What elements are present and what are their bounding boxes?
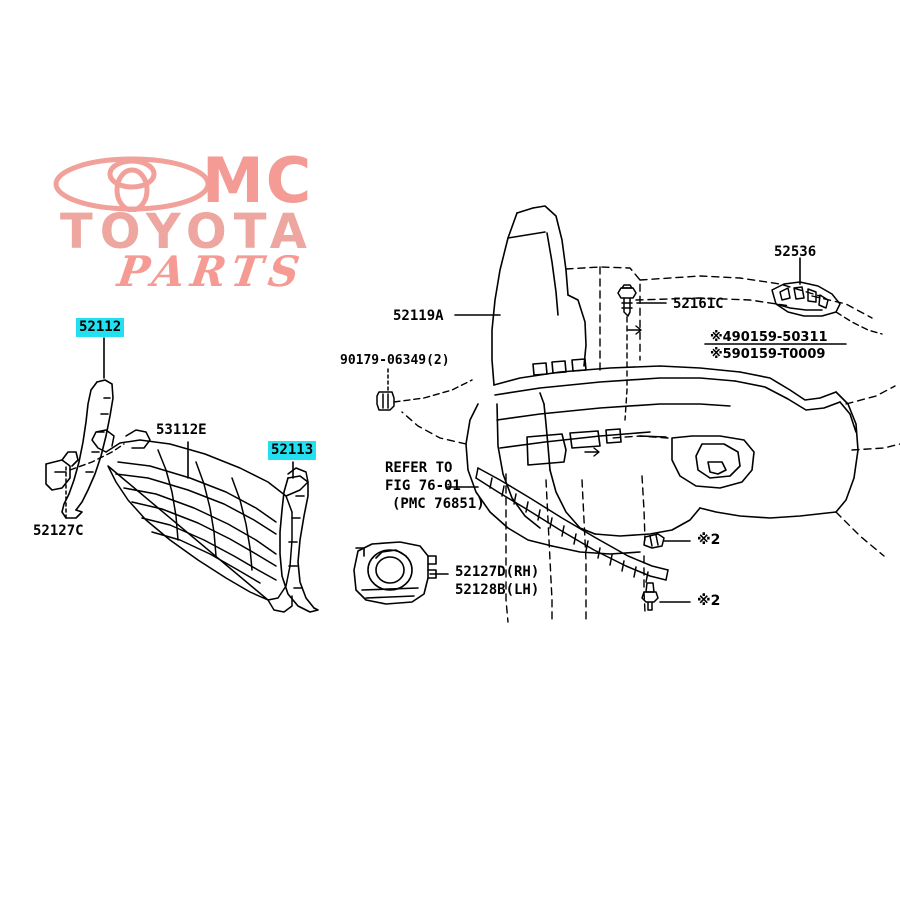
part-52127d-fog-lamp-bezel bbox=[353, 541, 437, 605]
leader-90179-to-bumper bbox=[393, 379, 473, 403]
label-leader-lines bbox=[103, 257, 847, 603]
part-label-52127c[interactable]: 52127C bbox=[33, 523, 84, 539]
part-52127c-retainer-clip bbox=[45, 451, 79, 491]
refer-to-line-3: (PMC 76851) bbox=[392, 496, 485, 512]
leader-52161c-to-bumper bbox=[624, 316, 628, 421]
part-lower-spoiler-strip bbox=[475, 467, 669, 583]
refer-to-line-2[interactable]: FIG 76-01 bbox=[385, 478, 461, 494]
part-label-52113[interactable]: 52113 bbox=[268, 441, 317, 460]
part-52119a-bumper-cover bbox=[465, 205, 859, 555]
part-label-52128b-lh[interactable]: 52128B(LH) bbox=[455, 582, 540, 598]
leader-52536-to-bumper bbox=[835, 311, 883, 335]
part-label-52161c[interactable]: 52161C bbox=[673, 296, 724, 312]
refer-to-line-1: REFER TO bbox=[385, 460, 453, 476]
bumper-detail-arrows bbox=[584, 325, 642, 457]
part-52161c-push-pin-clip bbox=[617, 284, 637, 317]
part-52536-retainer-bracket bbox=[771, 281, 841, 317]
part-90179-bumper-nut bbox=[376, 391, 395, 411]
part-x2-upper-fastener bbox=[643, 533, 665, 549]
part-x2-lower-fastener bbox=[641, 582, 659, 611]
part-label-90179[interactable]: 90179-06349(2) bbox=[340, 353, 450, 368]
part-label-52119a[interactable]: 52119A bbox=[393, 308, 444, 324]
part-52113-molding-lower bbox=[279, 475, 319, 613]
part-label-52112[interactable]: 52112 bbox=[76, 318, 125, 337]
note-label-x2-upper: ※2 bbox=[697, 532, 721, 548]
part-label-53112e[interactable]: 53112E bbox=[156, 422, 207, 438]
note-label-490159-50311[interactable]: ※490159-50311 bbox=[710, 330, 828, 345]
note-label-590159-t0009[interactable]: ※590159-T0009 bbox=[710, 347, 826, 362]
label-leader-dashed bbox=[65, 368, 389, 519]
part-label-52127d-rh[interactable]: 52127D(RH) bbox=[455, 564, 540, 580]
bumper-dashed-guides bbox=[401, 266, 900, 623]
part-53112e-radiator-grille bbox=[91, 429, 309, 613]
part-label-52536[interactable]: 52536 bbox=[774, 244, 817, 260]
note-label-x2-lower: ※2 bbox=[697, 593, 721, 609]
part-52112-molding-upper bbox=[61, 379, 114, 519]
leader-52127c-to-grille bbox=[69, 443, 125, 471]
